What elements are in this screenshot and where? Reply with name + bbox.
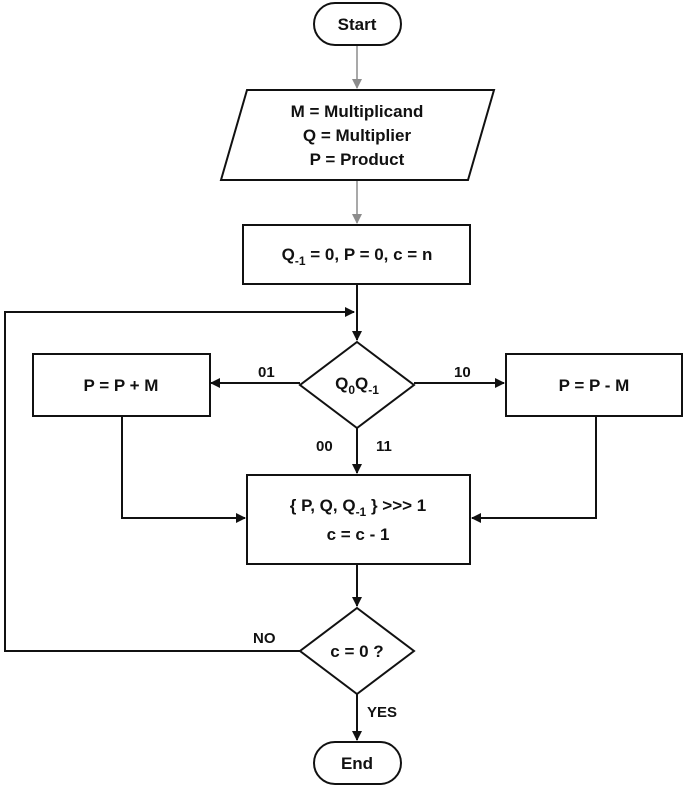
edge-label-11: 11 xyxy=(376,438,392,455)
input-line-1: M = Multiplicand xyxy=(291,102,424,121)
init-label: Q-1 = 0, P = 0, c = n xyxy=(282,245,433,268)
init-box xyxy=(242,224,471,285)
decision-label: Q0Q-1 xyxy=(335,374,379,397)
init-q-subscript: -1 xyxy=(295,254,306,268)
start-terminal xyxy=(313,2,402,46)
start-label: Start xyxy=(338,15,377,34)
edge-label-10: 10 xyxy=(454,364,471,381)
check-label: c = 0 ? xyxy=(330,642,383,661)
decision-s2: -1 xyxy=(368,383,379,397)
shift-sub: -1 xyxy=(356,505,367,519)
decision-s1: 0 xyxy=(348,383,355,397)
edge-label-00: 00 xyxy=(316,438,333,455)
input-parallelogram xyxy=(219,89,496,181)
add-label: P = P + M xyxy=(84,376,159,395)
end-label: End xyxy=(341,754,373,773)
input-line-3: P = Product xyxy=(310,150,405,169)
shift-box xyxy=(246,474,471,565)
shift-a: { P, Q, Q xyxy=(290,496,356,515)
arrow-add-to-shift xyxy=(121,416,246,523)
shift-b: } >>> 1 xyxy=(366,496,426,515)
edge-label-01: 01 xyxy=(258,364,275,381)
sub-box xyxy=(505,353,683,417)
shift-line-1: { P, Q, Q-1 } >>> 1 xyxy=(290,496,427,519)
sub-label: P = P - M xyxy=(559,376,630,395)
input-line-2: Q = Multiplier xyxy=(303,126,412,145)
arrow-loop-back xyxy=(4,307,355,652)
shift-line-2: c = c - 1 xyxy=(327,525,390,544)
arrow-sub-to-shift xyxy=(471,416,597,523)
edge-label-no: NO xyxy=(253,630,276,647)
edge-label-yes: YES xyxy=(367,704,397,721)
decision-q2: Q xyxy=(355,374,368,393)
init-q: Q xyxy=(282,245,295,264)
init-rest: = 0, P = 0, c = n xyxy=(306,245,433,264)
end-terminal xyxy=(313,741,402,785)
decision-q1: Q xyxy=(335,374,348,393)
add-box xyxy=(32,353,211,417)
decision-c-zero xyxy=(298,606,416,696)
decision-q0q-1 xyxy=(298,340,416,430)
